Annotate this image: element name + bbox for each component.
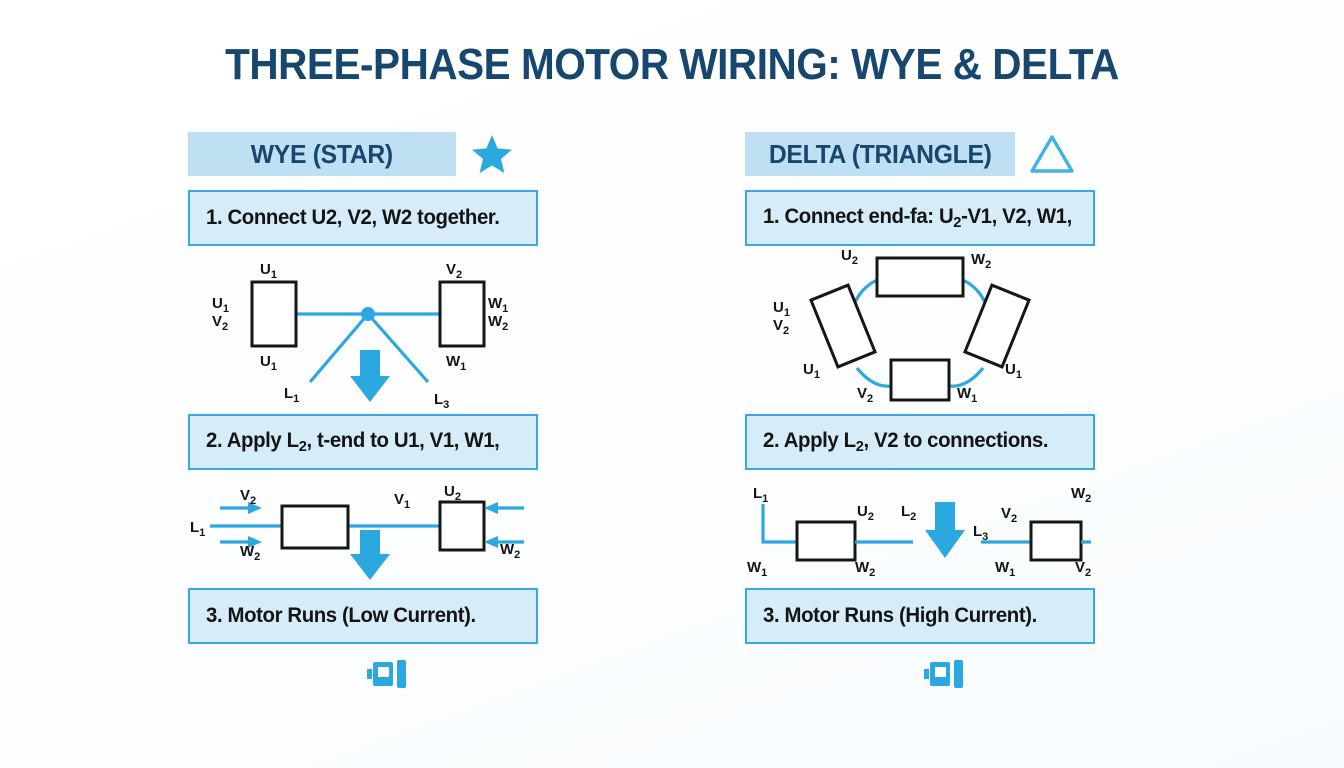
step-text-wye-3: 3. Motor Runs (Low Current). bbox=[206, 604, 476, 627]
step-box-wye-2[interactable]: 2. Apply L2, t-end to U1, V1, W1, bbox=[188, 414, 538, 470]
svg-text:U2: U2 bbox=[857, 503, 874, 523]
svg-text:W2: W2 bbox=[240, 543, 260, 563]
motor-icon-row-delta bbox=[745, 644, 1145, 704]
motor-icon bbox=[924, 658, 966, 690]
svg-text:V2: V2 bbox=[212, 313, 228, 333]
header-bar-delta: DELTA (TRIANGLE) bbox=[745, 132, 1016, 176]
step-box-delta-1[interactable]: 1. Connect end-fa: U2-V1, V2, W1, bbox=[745, 190, 1095, 246]
svg-text:L1: L1 bbox=[190, 519, 205, 539]
step-box-wye-1[interactable]: 1. Connect U2, V2, W2 together. bbox=[188, 190, 538, 246]
svg-text:U2: U2 bbox=[444, 483, 461, 503]
svg-text:L1: L1 bbox=[753, 485, 768, 505]
page-title: THREE-PHASE MOTOR WIRING: WYE & DELTA bbox=[225, 40, 1119, 89]
svg-text:L1: L1 bbox=[284, 385, 299, 405]
column-header-delta: DELTA (TRIANGLE) bbox=[745, 130, 1145, 178]
step-text-wye-2: 2. Apply L2, t-end to U1, V1, W1, bbox=[206, 429, 500, 455]
header-label-delta: DELTA (TRIANGLE) bbox=[768, 138, 992, 169]
svg-text:W1: W1 bbox=[488, 295, 508, 315]
diagram-delta-ring: U2 W2 U1 V2 U1 V2 W1 U1 bbox=[745, 246, 1095, 414]
svg-text:L3: L3 bbox=[973, 523, 988, 543]
step-box-delta-2[interactable]: 2. Apply L2, V2 to connections. bbox=[745, 414, 1095, 470]
svg-text:W2: W2 bbox=[1071, 485, 1091, 505]
svg-text:W1: W1 bbox=[995, 559, 1015, 579]
column-delta: DELTA (TRIANGLE) 1. Connect end-fa: U2-V… bbox=[745, 130, 1145, 704]
svg-text:V2: V2 bbox=[446, 261, 462, 281]
svg-text:U1: U1 bbox=[773, 299, 790, 319]
svg-text:U2: U2 bbox=[841, 247, 858, 267]
motor-icon-row-wye bbox=[188, 644, 588, 704]
down-arrow-icon bbox=[925, 502, 965, 558]
down-arrow-icon bbox=[350, 350, 390, 402]
star-icon bbox=[470, 132, 514, 176]
step-text-wye-1: 1. Connect U2, V2, W2 together. bbox=[206, 206, 500, 229]
column-wye: WYE (STAR) 1. Connect U2, V2, W2 togethe… bbox=[188, 130, 588, 704]
down-arrow-icon bbox=[350, 530, 390, 580]
svg-text:U1: U1 bbox=[803, 361, 820, 381]
svg-text:V2: V2 bbox=[773, 317, 789, 337]
header-label-wye: WYE (STAR) bbox=[250, 138, 394, 169]
svg-text:U1: U1 bbox=[212, 295, 229, 315]
svg-text:W2: W2 bbox=[855, 559, 875, 579]
svg-text:W2: W2 bbox=[488, 313, 508, 333]
svg-text:U1: U1 bbox=[260, 261, 277, 281]
svg-text:V2: V2 bbox=[1001, 505, 1017, 525]
step-text-delta-3: 3. Motor Runs (High Current). bbox=[763, 604, 1037, 627]
svg-text:W2: W2 bbox=[971, 251, 991, 271]
svg-text:W1: W1 bbox=[446, 353, 466, 373]
step-text-delta-2: 2. Apply L2, V2 to connections. bbox=[763, 429, 1049, 455]
triangle-icon bbox=[1029, 133, 1075, 175]
svg-text:W1: W1 bbox=[957, 385, 977, 405]
diagram-delta-terminals: L1 W1 U2 W2 L2 L3 V2 W1 W2 V2 bbox=[745, 480, 1095, 588]
motor-icon bbox=[367, 658, 409, 690]
svg-text:V1: V1 bbox=[394, 491, 410, 511]
column-header-wye: WYE (STAR) bbox=[188, 130, 588, 178]
svg-text:W1: W1 bbox=[747, 559, 767, 579]
step-box-wye-3[interactable]: 3. Motor Runs (Low Current). bbox=[188, 588, 538, 644]
header-bar-wye: WYE (STAR) bbox=[188, 132, 456, 176]
svg-text:W2: W2 bbox=[500, 541, 520, 561]
diagram-wye-star: U1 U1 V2 U1 V2 W1 W2 W1 L1 L3 bbox=[188, 246, 538, 414]
step-box-delta-3[interactable]: 3. Motor Runs (High Current). bbox=[745, 588, 1095, 644]
svg-text:U1: U1 bbox=[1005, 361, 1022, 381]
svg-text:V2: V2 bbox=[857, 385, 873, 405]
svg-text:L3: L3 bbox=[434, 391, 449, 411]
step-text-delta-1: 1. Connect end-fa: U2-V1, V2, W1, bbox=[763, 205, 1072, 231]
svg-text:V2: V2 bbox=[1075, 559, 1091, 579]
svg-text:L2: L2 bbox=[901, 503, 916, 523]
svg-text:U1: U1 bbox=[260, 353, 277, 373]
diagram-wye-terminals: L1 V2 W2 V1 U2 W2 bbox=[188, 480, 538, 588]
